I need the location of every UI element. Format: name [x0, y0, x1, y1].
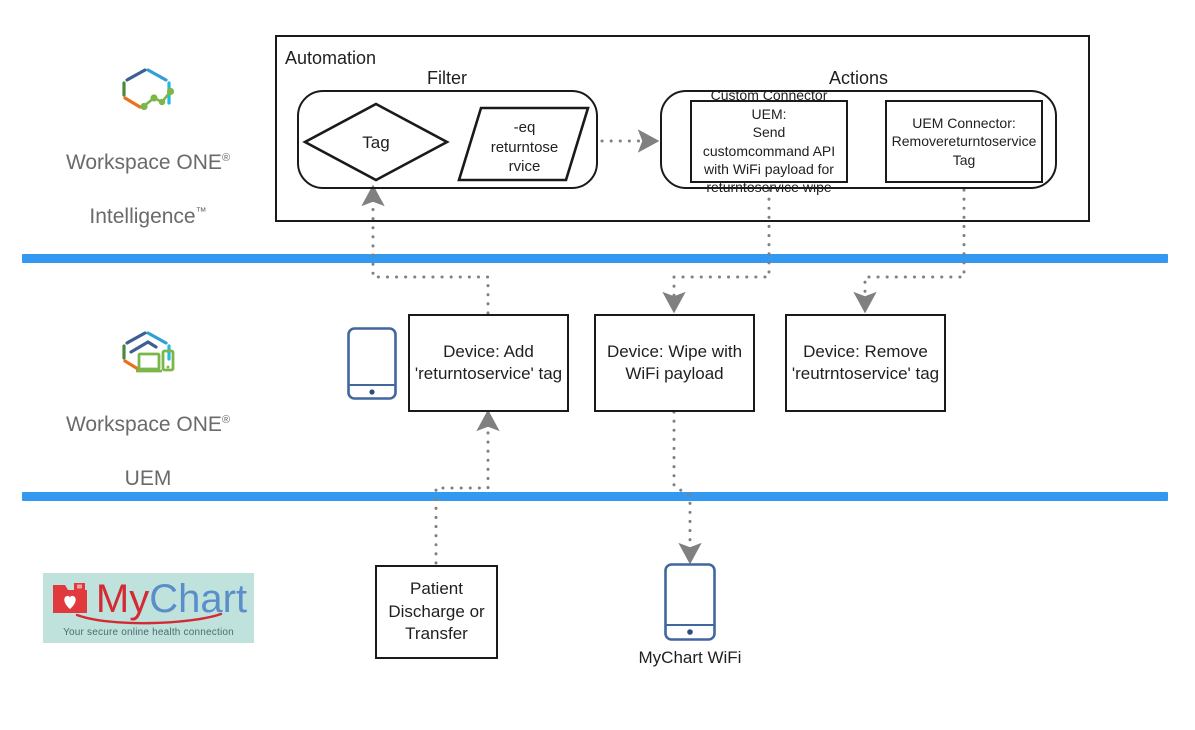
filter-group-box: [297, 90, 598, 189]
lane-divider-intelligence-uem: [22, 254, 1168, 263]
lane-divider-uem-mychart: [22, 492, 1168, 501]
action-uem-connector-remove-tag[interactable]: UEM Connector: Removereturntoservice Tag: [885, 100, 1043, 183]
workspace-one-intelligence-logo-text: Workspace ONE® Intelligence™: [48, 123, 248, 231]
mychart-logo-row: MyChart: [50, 579, 247, 619]
phone-icon: [664, 563, 716, 641]
logo-registered-mark: ®: [221, 413, 231, 426]
phone-icon: [347, 327, 397, 400]
logo-line-2: Intelligence: [89, 204, 196, 228]
mychart-wifi-device-node[interactable]: [663, 562, 717, 642]
actions-group-box: [660, 90, 1057, 189]
filter-group-title: Filter: [427, 68, 467, 88]
workspace-one-uem-logo: Workspace ONE® UEM: [48, 326, 248, 493]
actions-group-title: Actions: [828, 68, 889, 88]
patient-discharge-trigger-node[interactable]: Patient Discharge or Transfer: [375, 565, 498, 659]
logo-line-1: Workspace ONE: [65, 150, 222, 174]
logo-line-2: UEM: [124, 466, 172, 490]
workspace-one-uem-hex-icon: [122, 331, 175, 373]
workspace-one-uem-logo-text: Workspace ONE® UEM: [48, 385, 248, 493]
mychart-word-chart: Chart: [149, 576, 248, 621]
automation-title: Automation: [285, 48, 377, 68]
mychart-wordmark: MyChart: [96, 579, 247, 619]
mychart-logo: MyChart Your secure online health connec…: [43, 573, 254, 643]
workspace-one-intelligence-logo: Workspace ONE® Intelligence™: [48, 62, 248, 231]
action-custom-connector-uem[interactable]: Custom Connector UEM: Send customcommand…: [690, 87, 848, 195]
connector-device-wipe-to-mychart-wifi: [672, 410, 702, 565]
mychart-word-my: My: [95, 576, 150, 621]
device-add-tag-node[interactable]: Device: Add 'returntoservice' tag: [408, 314, 569, 412]
automation-container: [275, 35, 1090, 222]
mychart-wifi-caption: MyChart WiFi: [638, 648, 742, 667]
workspace-one-intelligence-hex-icon: [122, 68, 175, 111]
logo-line-1: Workspace ONE: [65, 412, 222, 436]
device-remove-tag-node[interactable]: Device: Remove 'reutrntoservice' tag: [785, 314, 946, 412]
logo-trademark-mark: ™: [195, 205, 207, 218]
logo-registered-mark: ®: [221, 151, 231, 164]
mychart-tagline: Your secure online health connection: [63, 626, 234, 638]
mychart-folder-heart-icon: [52, 582, 87, 613]
device-wipe-node[interactable]: Device: Wipe with WiFi payload: [594, 314, 755, 412]
mychart-swoosh-icon: [75, 612, 222, 624]
uem-device-phone-icon: [346, 326, 398, 401]
